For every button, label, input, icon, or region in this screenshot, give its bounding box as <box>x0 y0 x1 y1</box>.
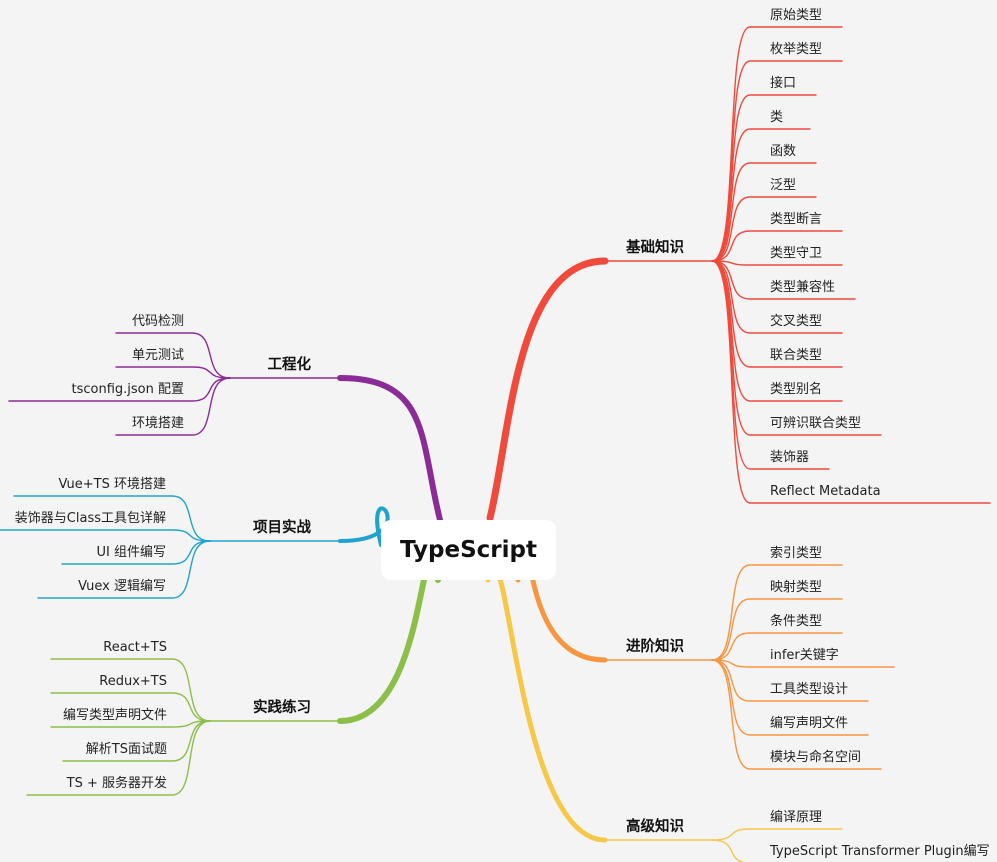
child-label-basic-7[interactable]: 类型守卫 <box>770 246 823 261</box>
child-label-basic-9[interactable]: 交叉类型 <box>770 314 823 329</box>
branch-curve-expert <box>485 565 608 843</box>
child-label-basic-10[interactable]: 联合类型 <box>770 348 823 363</box>
child-connector-basic-0 <box>711 26 843 262</box>
child-label-expert-1[interactable]: TypeScript Transformer Plugin编写 <box>770 844 990 859</box>
branch-label-expert[interactable]: 高级知识 <box>626 819 684 835</box>
child-connector-basic-1 <box>711 60 843 262</box>
child-label-advanced-5[interactable]: 编写声明文件 <box>770 716 849 731</box>
child-label-basic-11[interactable]: 类型别名 <box>770 382 823 397</box>
child-connector-engineering-2 <box>8 377 231 402</box>
child-connector-expert-0 <box>711 828 843 841</box>
branch-label-advanced[interactable]: 进阶知识 <box>626 639 684 655</box>
child-label-basic-14[interactable]: Reflect Metadata <box>770 484 881 499</box>
child-label-advanced-0[interactable]: 索引类型 <box>770 546 823 561</box>
child-connector-basic-14 <box>711 260 991 504</box>
child-label-advanced-4[interactable]: 工具类型设计 <box>770 682 849 697</box>
child-label-basic-1[interactable]: 枚举类型 <box>770 42 823 57</box>
child-connector-advanced-0 <box>711 564 843 661</box>
child-label-basic-12[interactable]: 可辨识联合类型 <box>770 416 862 431</box>
child-label-project-2[interactable]: UI 组件编写 <box>96 545 166 560</box>
child-connector-practice-4 <box>26 720 211 796</box>
branch-label-project[interactable]: 项目实战 <box>253 520 311 536</box>
child-connector-practice-0 <box>50 658 211 722</box>
child-label-engineering-3[interactable]: 环境搭建 <box>131 416 184 431</box>
child-connector-advanced-3 <box>711 659 895 668</box>
child-label-practice-4[interactable]: TS + 服务器开发 <box>66 776 167 791</box>
branch-label-practice[interactable]: 实践练习 <box>253 700 311 716</box>
child-label-practice-3[interactable]: 解析TS面试题 <box>85 742 167 757</box>
child-label-project-1[interactable]: 装饰器与Class工具包详解 <box>14 511 166 526</box>
child-label-practice-1[interactable]: Redux+TS <box>99 674 167 689</box>
child-label-expert-0[interactable]: 编译原理 <box>770 810 823 825</box>
child-label-basic-3[interactable]: 类 <box>770 110 784 125</box>
child-label-advanced-3[interactable]: infer关键字 <box>770 648 839 663</box>
child-label-advanced-2[interactable]: 条件类型 <box>770 614 823 629</box>
child-connector-project-0 <box>13 495 211 542</box>
child-connector-project-3 <box>37 540 211 599</box>
root-node[interactable]: TypeScript <box>381 520 556 580</box>
branch-curve-engineering <box>337 375 443 523</box>
child-connector-basic-3 <box>711 128 811 262</box>
child-connector-basic-8 <box>711 260 856 300</box>
child-connector-advanced-4 <box>711 659 869 702</box>
child-label-engineering-1[interactable]: 单元测试 <box>131 348 184 363</box>
child-connector-basic-2 <box>711 94 817 262</box>
child-label-advanced-6[interactable]: 模块与命名空间 <box>770 750 862 765</box>
child-connector-advanced-1 <box>711 598 843 661</box>
child-connector-engineering-0 <box>115 332 231 379</box>
child-connector-expert-1 <box>711 839 747 862</box>
child-connector-advanced-6 <box>711 659 882 770</box>
child-label-basic-2[interactable]: 接口 <box>770 76 797 91</box>
branch-label-basic[interactable]: 基础知识 <box>626 240 684 256</box>
child-label-engineering-2[interactable]: tsconfig.json 配置 <box>71 382 185 397</box>
child-label-basic-5[interactable]: 泛型 <box>770 178 797 193</box>
child-connector-basic-6 <box>711 230 843 262</box>
child-label-basic-6[interactable]: 类型断言 <box>770 212 823 227</box>
child-connector-engineering-3 <box>115 377 231 436</box>
branch-curve-basic <box>486 257 609 522</box>
child-connector-practice-2 <box>50 720 211 728</box>
child-label-basic-8[interactable]: 类型兼容性 <box>770 280 836 295</box>
child-connector-practice-1 <box>50 692 211 722</box>
child-label-project-3[interactable]: Vuex 逻辑编写 <box>78 579 166 594</box>
child-label-basic-4[interactable]: 函数 <box>770 144 797 159</box>
child-connector-advanced-2 <box>711 632 843 661</box>
child-connector-project-2 <box>61 540 211 565</box>
child-connector-practice-3 <box>62 720 211 762</box>
branch-label-engineering[interactable]: 工程化 <box>267 357 312 373</box>
child-connector-basic-4 <box>711 162 817 262</box>
child-connector-engineering-1 <box>115 366 231 379</box>
child-connector-project-1 <box>0 529 211 542</box>
child-label-project-0[interactable]: Vue+TS 环境搭建 <box>58 477 166 492</box>
branch-curve-project <box>338 506 390 547</box>
child-label-advanced-1[interactable]: 映射类型 <box>770 580 823 595</box>
child-label-practice-0[interactable]: React+TS <box>103 640 167 655</box>
branch-curve-practice <box>337 559 441 724</box>
child-label-basic-13[interactable]: 装饰器 <box>770 450 810 465</box>
child-label-basic-0[interactable]: 原始类型 <box>770 8 823 23</box>
child-connector-basic-5 <box>711 196 817 262</box>
child-connector-basic-7 <box>711 260 843 266</box>
child-label-engineering-0[interactable]: 代码检测 <box>131 314 184 329</box>
child-label-practice-2[interactable]: 编写类型声明文件 <box>62 708 167 723</box>
root-label: TypeScript <box>400 537 537 563</box>
